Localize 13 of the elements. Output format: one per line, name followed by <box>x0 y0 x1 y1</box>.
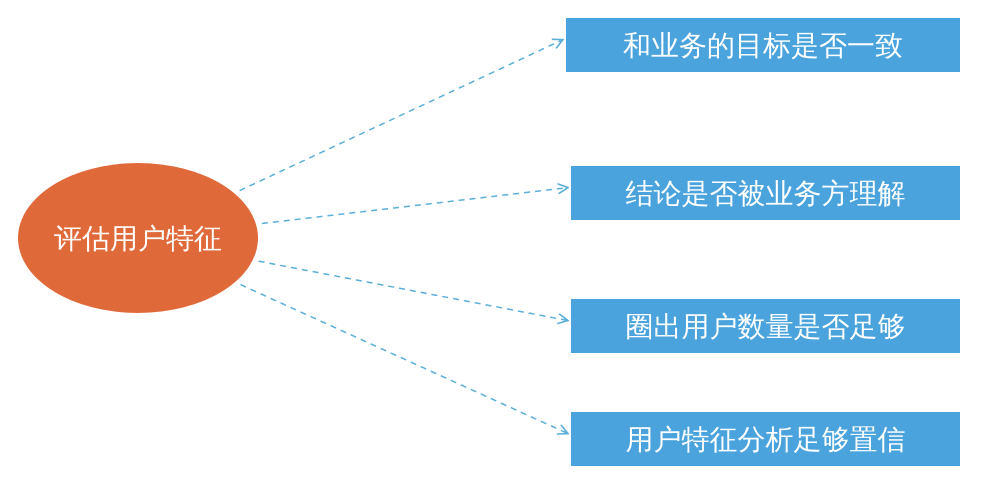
dashed-arrow <box>262 183 569 224</box>
node-label: 和业务的目标是否一致 <box>623 28 903 62</box>
dashed-arrow <box>240 284 569 435</box>
criterion-box <box>566 18 960 72</box>
dashed-arrow <box>239 38 564 192</box>
node-label: 圈出用户数量是否足够 <box>626 310 906 344</box>
dashed-arrow <box>258 260 569 324</box>
node-label: 评估用户特征 <box>54 222 222 256</box>
criterion-box <box>571 412 960 466</box>
criterion-box <box>571 166 960 220</box>
node-label: 用户特征分析足够置信 <box>626 422 906 456</box>
node-label: 结论是否被业务方理解 <box>626 176 906 210</box>
criterion-box <box>571 299 960 353</box>
